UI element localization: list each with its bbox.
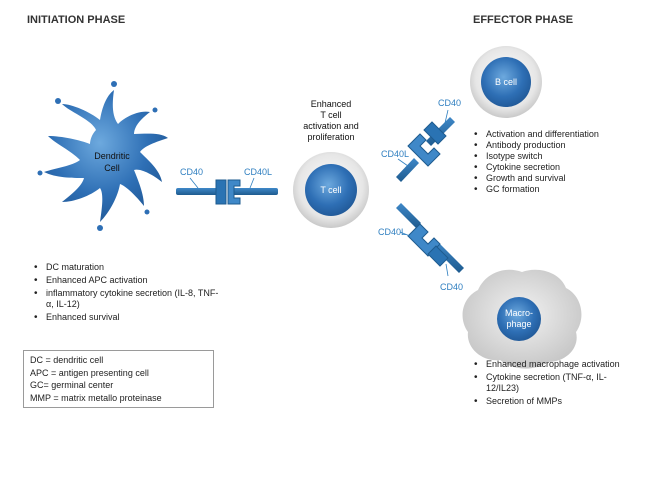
list-item: Antibody production <box>472 140 642 151</box>
list-item: Enhanced macrophage activation <box>472 359 640 370</box>
tcell-macrophage-connector: CD40L CD40 <box>378 203 464 292</box>
macrophage-effects-list: Enhanced macrophage activation Cytokine … <box>472 359 640 409</box>
macrophage-body <box>497 297 541 341</box>
legend-entry: MMP = matrix metallo proteinase <box>30 392 162 403</box>
cd40l-leader-line-upper <box>397 158 409 167</box>
cd40l-binding-head <box>227 179 241 205</box>
t-cell-body <box>305 164 357 216</box>
dendritic-cell-body <box>44 90 168 222</box>
cd40-leader-line-lower <box>445 263 449 277</box>
cd40l-leader-line-lower <box>399 231 411 237</box>
list-item: DC maturation <box>32 262 232 273</box>
abbreviation-legend: DC = dendritic cell APC = antigen presen… <box>23 350 214 408</box>
t-cell: Enhanced T cell activation and prolifera… <box>293 99 369 228</box>
dendritic-cell-label-line2: Cell <box>104 163 120 173</box>
effector-phase-heading: EFFECTOR PHASE <box>473 14 573 26</box>
cd40-binding-head <box>215 179 227 205</box>
list-item: inflammatory cytokine secretion (IL-8, T… <box>32 288 226 310</box>
cd40l-label: CD40L <box>244 167 272 177</box>
dc-tcell-connector: CD40 CD40L <box>176 167 278 205</box>
cd40-label-lower: CD40 <box>440 282 463 292</box>
dendritic-cell: Dendritic Cell <box>37 81 168 231</box>
dendritic-cell-droplet <box>97 225 103 231</box>
cd40-binding-head-lower <box>427 245 449 267</box>
dendritic-cell-droplet <box>37 170 43 176</box>
list-item: GC formation <box>472 184 642 195</box>
b-cell: B cell <box>470 46 542 118</box>
initiation-phase-heading: INITIATION PHASE <box>27 14 125 26</box>
tcell-bcell-connector: CD40 CD40L <box>381 98 461 182</box>
dendritic-cell-droplet <box>111 81 117 87</box>
list-item: Secretion of MMPs <box>472 396 640 407</box>
cd40l-stalk-lower <box>396 203 421 228</box>
dendritic-cell-droplet <box>144 209 150 215</box>
cd40-label: CD40 <box>180 167 203 177</box>
dendritic-cell-label-line1: Dendritic <box>94 151 130 161</box>
b-cell-effects-list: Activation and differentiation Antibody … <box>472 129 642 195</box>
list-item: Enhanced survival <box>32 312 232 323</box>
cd40-leader-line <box>189 177 199 189</box>
cd40l-stalk-upper <box>396 158 419 182</box>
cd40-label-upper: CD40 <box>438 98 461 108</box>
macrophage-label-line2: phage <box>506 319 531 329</box>
macrophage-label-line1: Macro- <box>505 308 533 318</box>
cd40-binding-head-upper <box>423 121 447 145</box>
t-cell-caption-line1: Enhanced <box>311 99 352 109</box>
cd40l-leader-line <box>249 177 255 189</box>
dendritic-cell-droplet <box>152 107 158 113</box>
list-item: Enhanced APC activation <box>32 275 232 286</box>
cd40l-label-lower: CD40L <box>378 227 406 237</box>
list-item: Cytokine secretion <box>472 162 642 173</box>
cd40l-binding-head-upper <box>407 133 441 167</box>
cd40-stalk <box>176 188 222 195</box>
list-item: Activation and differentiation <box>472 129 642 140</box>
b-cell-body <box>481 57 531 107</box>
cd40l-label-upper: CD40L <box>381 149 409 159</box>
list-item: Isotype switch <box>472 151 642 162</box>
t-cell-caption-line2: T cell <box>320 110 341 120</box>
legend-entry: DC = dendritic cell <box>30 355 104 365</box>
t-cell-label: T cell <box>320 185 341 195</box>
list-item: Cytokine secretion (TNF-α, IL-12/IL23) <box>472 372 621 394</box>
b-cell-label: B cell <box>495 77 517 87</box>
list-item: Growth and survival <box>472 173 642 184</box>
cd40-stalk-lower <box>431 240 464 273</box>
macrophage: Macro- phage <box>462 269 582 369</box>
dendritic-cell-droplet <box>55 98 61 104</box>
t-cell-caption-line3: activation and <box>303 121 359 131</box>
dc-effects-list: DC maturation Enhanced APC activation in… <box>32 262 232 325</box>
cd40-leader-line-upper <box>444 109 449 124</box>
legend-entry: GC= germinal center <box>30 380 114 390</box>
cd40l-stalk <box>232 188 278 195</box>
t-cell-caption-line4: proliferation <box>307 132 354 142</box>
legend-entry: APC = antigen presenting cell <box>30 367 149 378</box>
